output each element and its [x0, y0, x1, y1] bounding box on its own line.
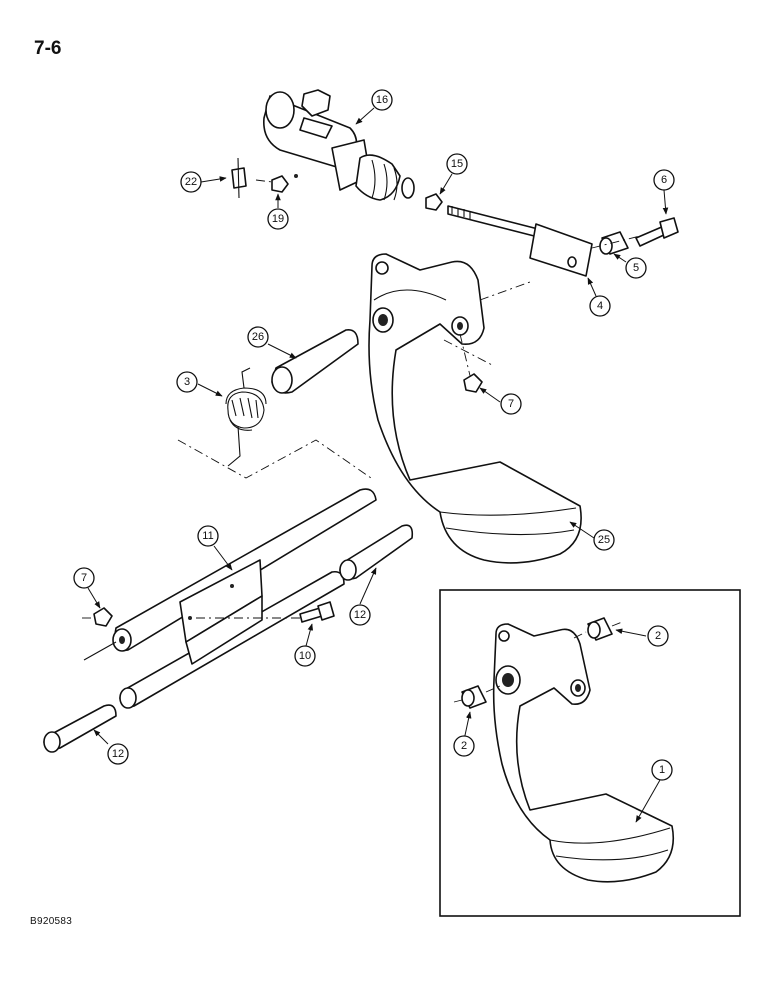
pivot-pin	[271, 328, 359, 394]
callout-11: 11	[197, 525, 219, 547]
svg-text:4: 4	[597, 300, 603, 312]
svg-text:7: 7	[508, 398, 514, 410]
svg-text:1: 1	[659, 764, 665, 776]
master-cylinder	[263, 89, 415, 201]
callout-15: 15	[446, 153, 468, 175]
callout-2-right: 2	[647, 625, 669, 647]
brake-pedal	[368, 253, 582, 564]
nut-7-lower	[82, 607, 113, 627]
callout-16: 16	[371, 89, 393, 111]
bleeder-screw	[231, 157, 247, 199]
callout-4: 4	[589, 295, 611, 317]
callout-12-right: 12	[349, 604, 371, 626]
page-number: 7-6	[34, 38, 62, 59]
svg-text:5: 5	[633, 262, 639, 274]
callout-25: 25	[593, 529, 615, 551]
svg-text:19: 19	[272, 213, 284, 225]
svg-text:12: 12	[354, 609, 366, 621]
callout-5: 5	[625, 257, 647, 279]
svg-text:25: 25	[598, 534, 610, 546]
callout-2-left: 2	[453, 735, 475, 757]
pedal-shaft	[83, 488, 377, 709]
svg-text:22: 22	[185, 176, 197, 188]
bushing-2-right	[573, 617, 623, 641]
nut-7-upper	[463, 373, 483, 393]
nut-19	[255, 175, 289, 193]
bolt-10	[196, 601, 335, 623]
inset-pedal	[492, 623, 675, 883]
nut-15	[425, 193, 443, 211]
inset-frame	[439, 589, 741, 917]
callout-19: 19	[267, 208, 289, 230]
svg-text:11: 11	[202, 530, 213, 542]
callout-12-left: 12	[107, 743, 129, 765]
bushing-2-left	[453, 685, 501, 709]
svg-text:6: 6	[661, 174, 667, 186]
svg-text:3: 3	[184, 376, 190, 388]
callout-6: 6	[653, 169, 675, 191]
callout-3: 3	[176, 371, 198, 393]
svg-text:16: 16	[376, 94, 388, 106]
return-spring	[225, 367, 267, 467]
callout-10: 10	[294, 645, 316, 667]
callout-1: 1	[651, 759, 673, 781]
svg-text:12: 12	[112, 748, 124, 760]
callout-22: 22	[180, 171, 202, 193]
bushing-5	[599, 231, 629, 255]
svg-text:15: 15	[451, 158, 463, 170]
svg-text:7: 7	[81, 572, 87, 584]
tube-12-right	[339, 524, 414, 581]
push-rod	[447, 205, 593, 277]
tube-12-left	[43, 704, 117, 753]
svg-text:2: 2	[655, 630, 661, 642]
figure-id: B920583	[30, 916, 73, 927]
svg-text:26: 26	[252, 331, 264, 343]
svg-text:2: 2	[461, 740, 467, 752]
bolt-6	[635, 217, 679, 247]
callout-7-upper: 7	[500, 393, 522, 415]
callout-7-lower: 7	[73, 567, 95, 589]
svg-text:10: 10	[299, 650, 311, 662]
callout-26: 26	[247, 326, 269, 348]
